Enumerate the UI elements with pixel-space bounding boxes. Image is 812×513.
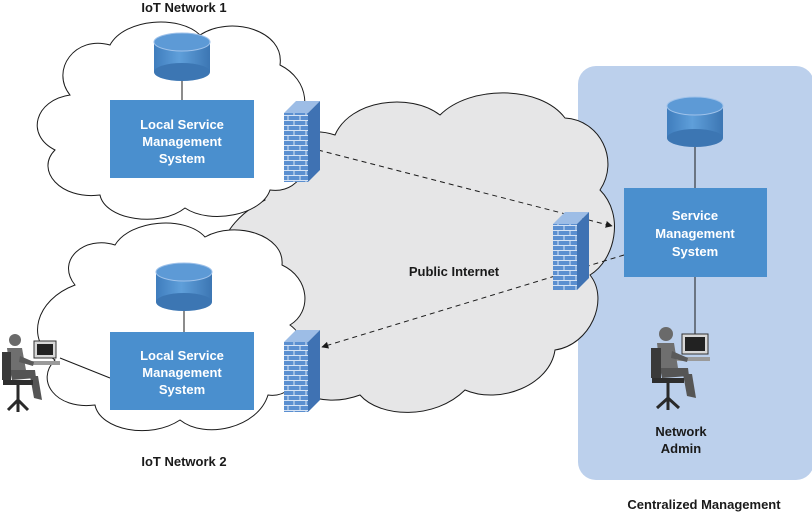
- local-service-management-system-2: Local Service Management System: [110, 332, 254, 410]
- user-link: [59, 357, 111, 379]
- network-admin-label-line2: Admin: [661, 441, 702, 456]
- centralized-management-label: Centralized Management: [627, 497, 781, 512]
- box-line-1: Local Service: [140, 348, 224, 363]
- public-internet-label: Public Internet: [409, 264, 500, 279]
- box-line-2: Management: [142, 365, 222, 380]
- network-admin-label-line1: Network: [655, 424, 707, 439]
- database-icon: [153, 32, 211, 81]
- database-icon: [666, 96, 724, 147]
- box-line-2: Management: [655, 226, 735, 241]
- box-line-3: System: [672, 244, 718, 259]
- firewall-icon: [284, 101, 320, 182]
- firewall-icon: [553, 212, 589, 290]
- database-icon: [155, 262, 213, 311]
- iot-network-1-label: IoT Network 1: [141, 0, 226, 15]
- box-line-1: Local Service: [140, 117, 224, 132]
- central-service-management-system: Service Management System: [624, 188, 767, 277]
- admin-workstation-icon: [651, 327, 710, 410]
- box-line-3: System: [159, 151, 205, 166]
- admin-workstation-icon: [2, 334, 60, 412]
- box-line-2: Management: [142, 134, 222, 149]
- flow-net1-to-central: [317, 149, 613, 228]
- firewall-icon: [284, 330, 320, 412]
- local-service-management-system-1: Local Service Management System: [110, 100, 254, 178]
- box-line-1: Service: [672, 208, 718, 223]
- flow-central-to-net2: [321, 254, 625, 349]
- box-line-3: System: [159, 382, 205, 397]
- iot-network-2-label: IoT Network 2: [141, 454, 226, 469]
